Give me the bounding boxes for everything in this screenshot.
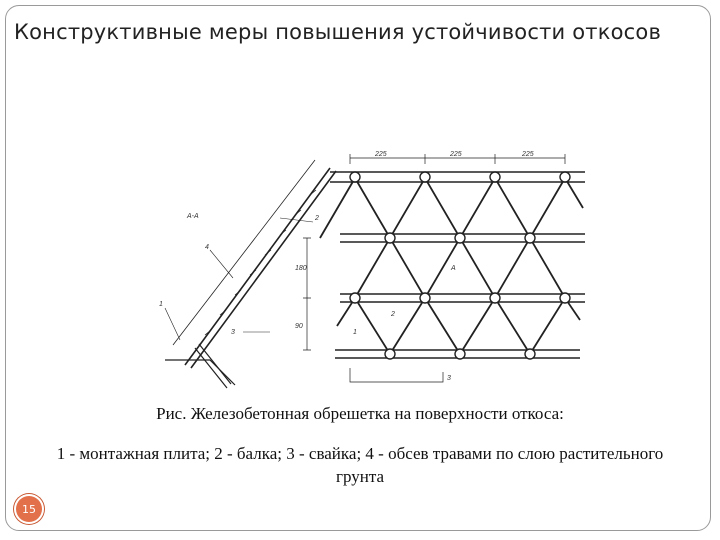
slide-frame (5, 5, 711, 531)
label-1: 1 (159, 301, 163, 308)
figure-legend: 1 - монтажная плита; 2 - балка; 3 - свай… (56, 444, 664, 486)
label-3: 3 (231, 329, 235, 336)
slope-ground-line (172, 159, 316, 346)
side-dimension-line (303, 237, 311, 351)
section-marker (349, 368, 444, 383)
label-2: 2 (314, 215, 319, 222)
label-4: 4 (205, 244, 209, 251)
label-section-aa: А-А (186, 213, 199, 220)
dim-top-3: 225 (521, 151, 534, 158)
slide-title: Конструктивные меры повышения устойчивос… (14, 20, 662, 44)
dim-top-2: 225 (449, 151, 462, 158)
plan-label-2: 2 (390, 311, 395, 318)
figure-caption: Рис. Железобетонная обрешетка на поверхн… (156, 404, 564, 423)
plan-label-a: А (450, 265, 456, 272)
dim-side-1: 180 (295, 265, 307, 272)
plan-label-3: 3 (447, 375, 451, 382)
lattice-nodes (349, 171, 571, 360)
dim-side-2: 90 (295, 323, 303, 330)
slope-base (165, 359, 236, 386)
leader-lines (164, 217, 314, 341)
dim-top-1: 225 (374, 151, 387, 158)
top-dimension-line (349, 154, 566, 164)
page-number-badge: 15 (14, 494, 44, 524)
plan-label-1: 1 (353, 329, 357, 336)
slope-lattice-drawing: А-А 1 2 3 4 225 225 225 180 90 1 2 3 А (159, 151, 585, 389)
pile (194, 343, 232, 389)
slope-section (184, 167, 337, 369)
